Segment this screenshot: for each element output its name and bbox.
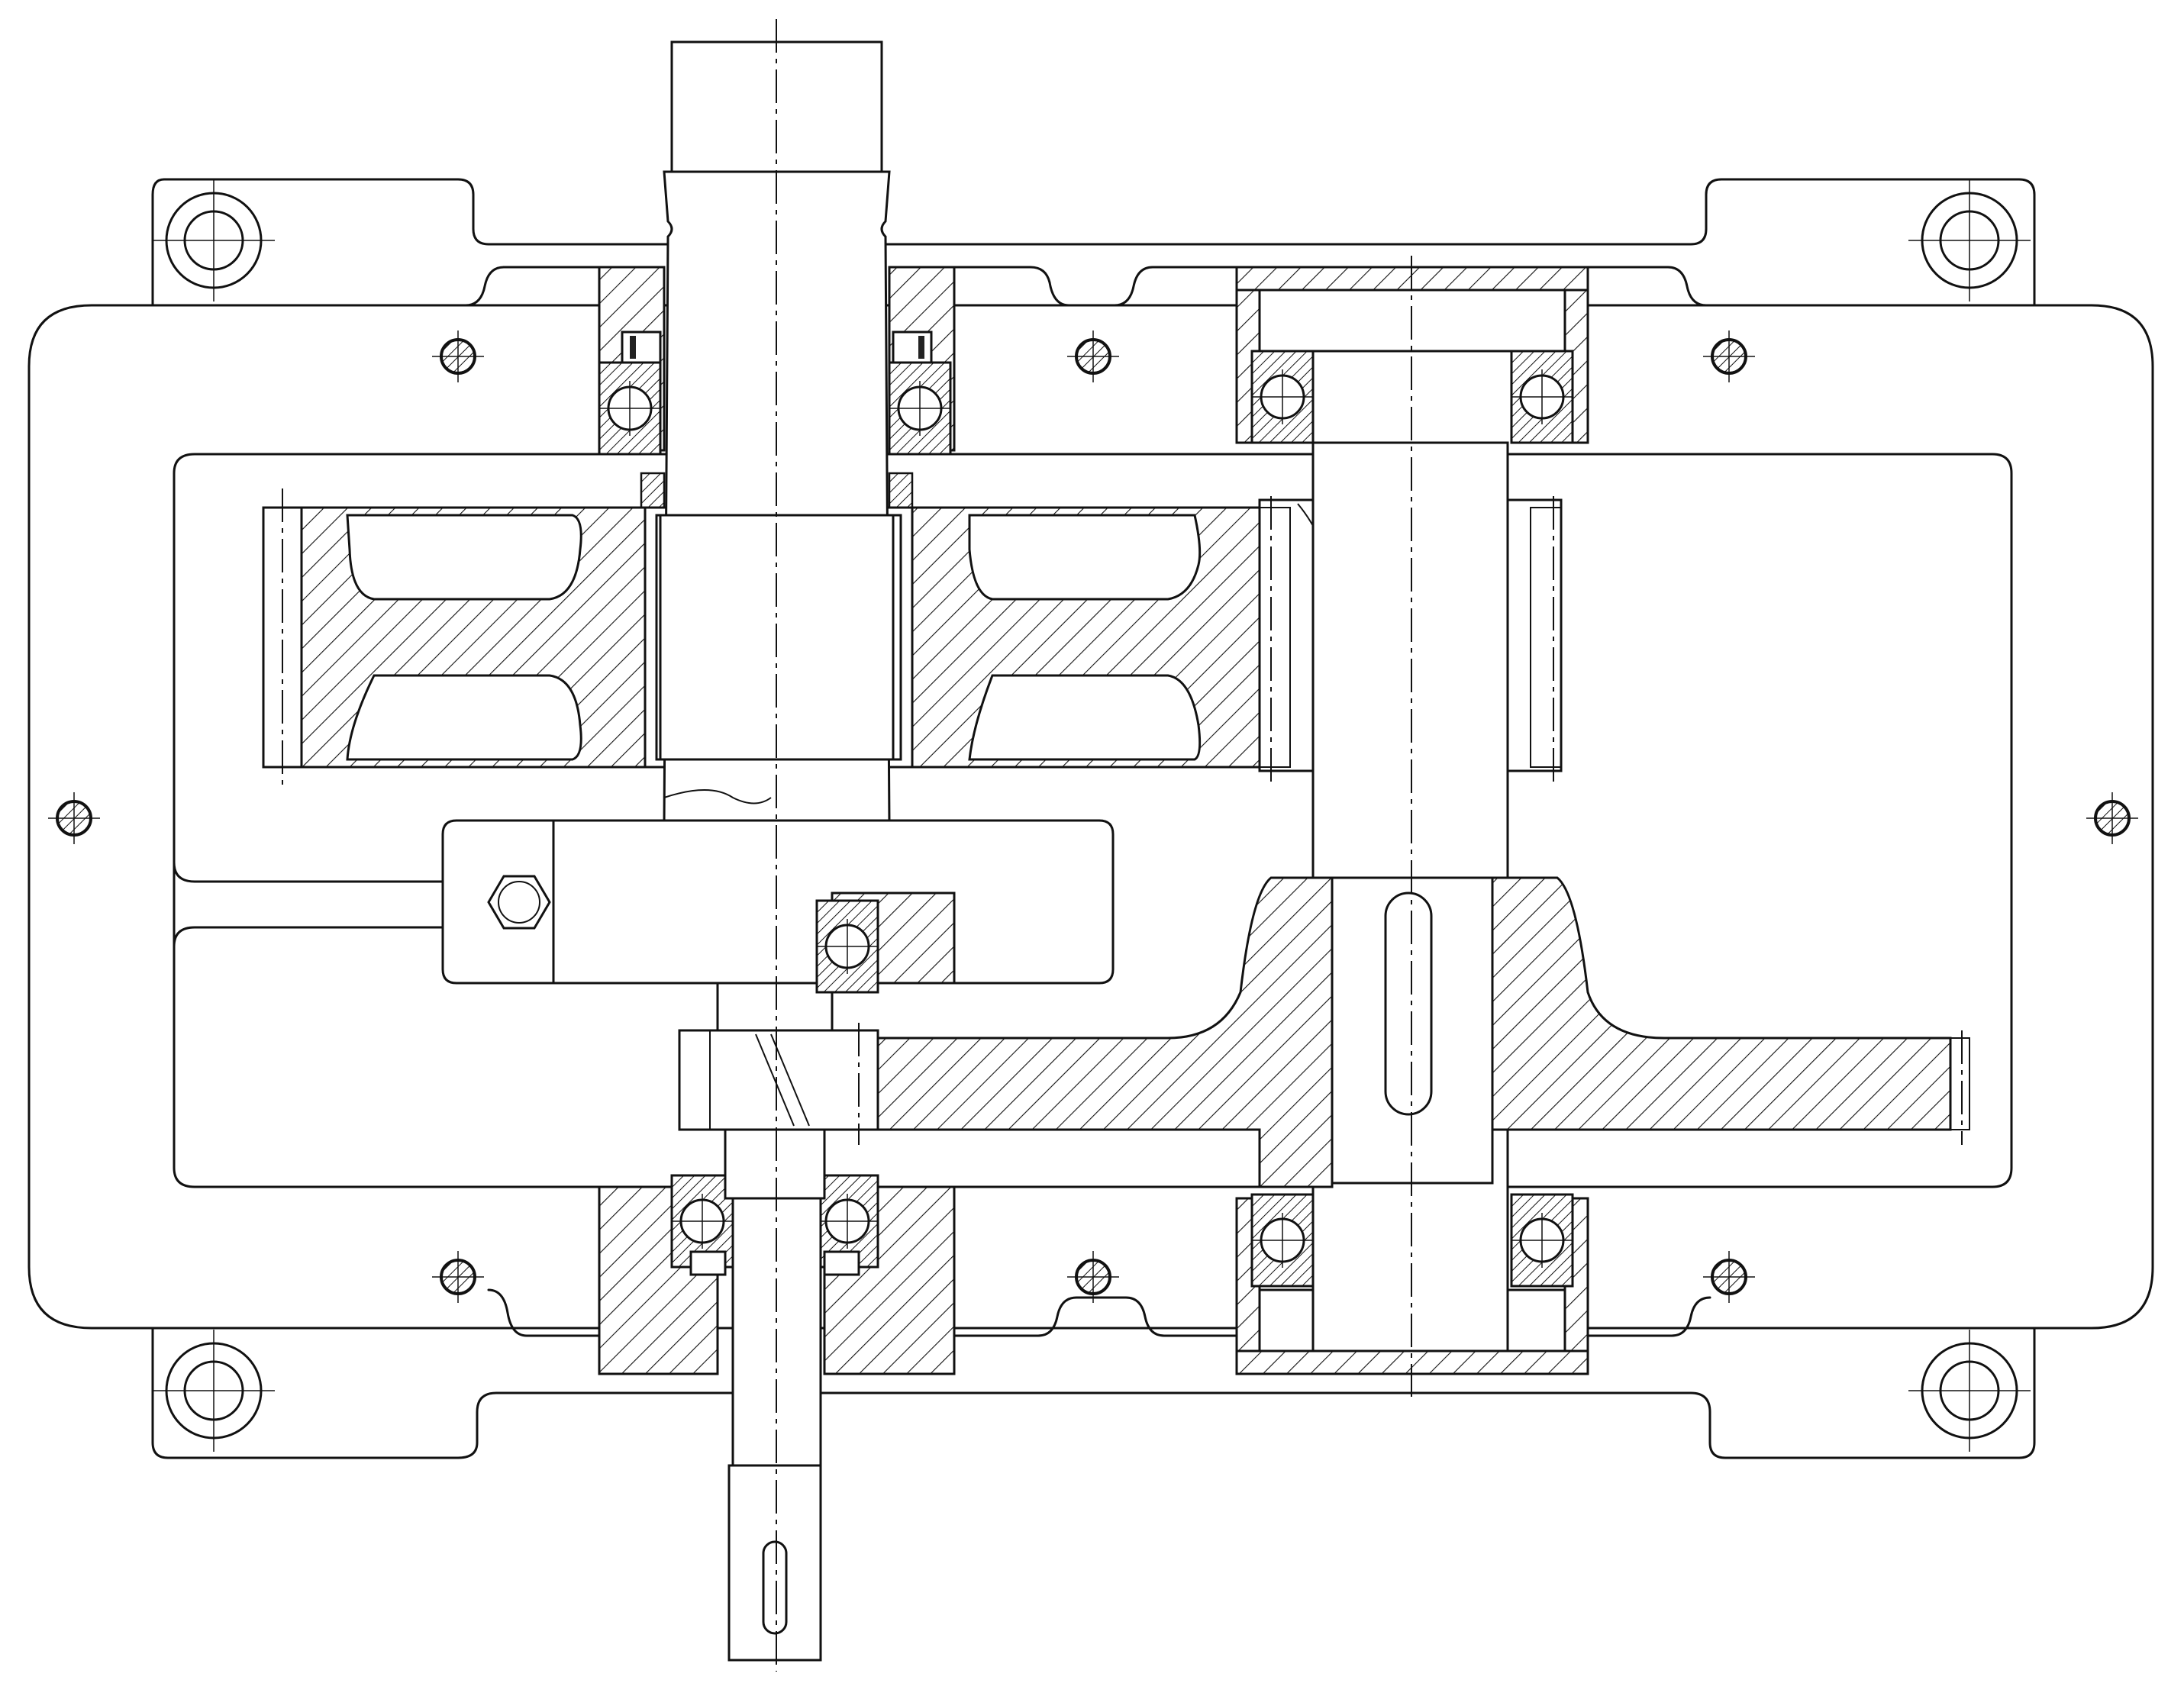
- bearing-output-top-right: [1510, 350, 1574, 444]
- foot-hole-bottom-left: [151, 1328, 276, 1453]
- inspection-cover: [441, 819, 1115, 994]
- bearing-output-top-left: [1250, 350, 1315, 444]
- housing-wall-outline: [464, 266, 1711, 1337]
- bearing-input-top-left: [598, 361, 662, 456]
- bolt-hole: [431, 1249, 486, 1304]
- bolt-hole: [1702, 329, 1757, 384]
- bolt-hole: [47, 791, 102, 846]
- housing-inner-cavity: [173, 453, 2013, 1188]
- bearing-input-top-right: [888, 361, 952, 456]
- centerlines: [282, 19, 1963, 1672]
- oil-seal-bottom: [689, 1250, 860, 1276]
- bolt-hole: [2085, 791, 2140, 846]
- input-bearing-housing-bottom: [598, 1185, 956, 1375]
- input-shaft-lower: [678, 979, 879, 1662]
- bolt-hole: [431, 329, 486, 384]
- oil-seal-top: [621, 330, 933, 364]
- bolt-hole: [1066, 329, 1121, 384]
- bearing-output-bottom-left: [1250, 1193, 1315, 1288]
- bolt-hole: [1702, 1249, 1757, 1304]
- housing-outer-outline: [27, 304, 2154, 1330]
- foot-hole-bottom-right: [1907, 1328, 2032, 1453]
- foot-hole-top-right: [1907, 178, 2032, 303]
- input-shaft: [659, 40, 895, 826]
- bolt-hole: [1066, 1249, 1121, 1304]
- housing-flange-outline: [151, 178, 2036, 1459]
- foot-hole-top-left: [151, 178, 276, 303]
- bearing-output-bottom-right: [1510, 1193, 1574, 1288]
